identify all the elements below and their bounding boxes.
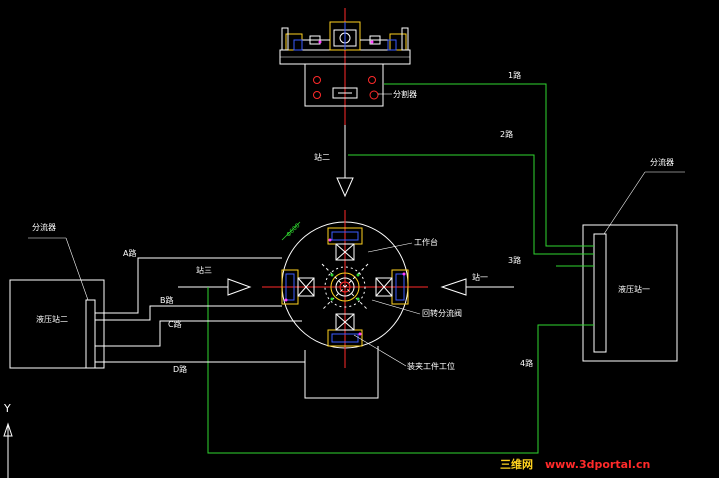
hydraulic-station-1-label: 液压站一 xyxy=(618,284,650,294)
hydraulic-station-2-label: 液压站二 xyxy=(36,314,68,324)
clamp-position-label: 装夹工件工位 xyxy=(407,361,455,371)
watermark-cn: 三维网 xyxy=(500,457,533,471)
watermark-url: www.3dportal.cn xyxy=(545,458,650,471)
worktable xyxy=(262,210,428,399)
worktable-label: 工作台 xyxy=(414,237,438,247)
distributor-left-label: 分流器 xyxy=(32,222,56,232)
route-b-label: B路 xyxy=(160,295,174,305)
pipes-station1 xyxy=(207,83,594,454)
hydraulic-station-1 xyxy=(582,171,685,362)
route3-label: 3路 xyxy=(508,255,521,265)
distributor-top-label: 分割器 xyxy=(393,89,417,99)
route4-label: 4路 xyxy=(520,358,533,368)
station3-label: 站三 xyxy=(196,265,212,275)
station2-label: 站二 xyxy=(314,152,330,162)
route-a-label: A路 xyxy=(123,248,136,258)
station3-arrow xyxy=(178,278,252,296)
route1-label: 1路 xyxy=(508,70,521,80)
dimension-label: Φ600 xyxy=(285,222,302,239)
route2-label: 2路 xyxy=(500,129,513,139)
station2-arrow xyxy=(336,125,354,198)
pipes-station2 xyxy=(95,257,305,363)
station1-label: 站一 xyxy=(472,272,488,282)
route-d-label: D路 xyxy=(173,364,187,374)
y-axis-marker xyxy=(3,422,13,478)
station1-arrow xyxy=(440,278,514,296)
top-fixture xyxy=(279,8,411,125)
hydraulic-station-2 xyxy=(9,237,105,369)
distributor-right-label: 分流器 xyxy=(650,157,674,167)
y-axis-label: Y xyxy=(3,402,11,415)
rotary-valve-label: 回转分流阀 xyxy=(422,308,462,318)
route-c-label: C路 xyxy=(168,319,182,329)
